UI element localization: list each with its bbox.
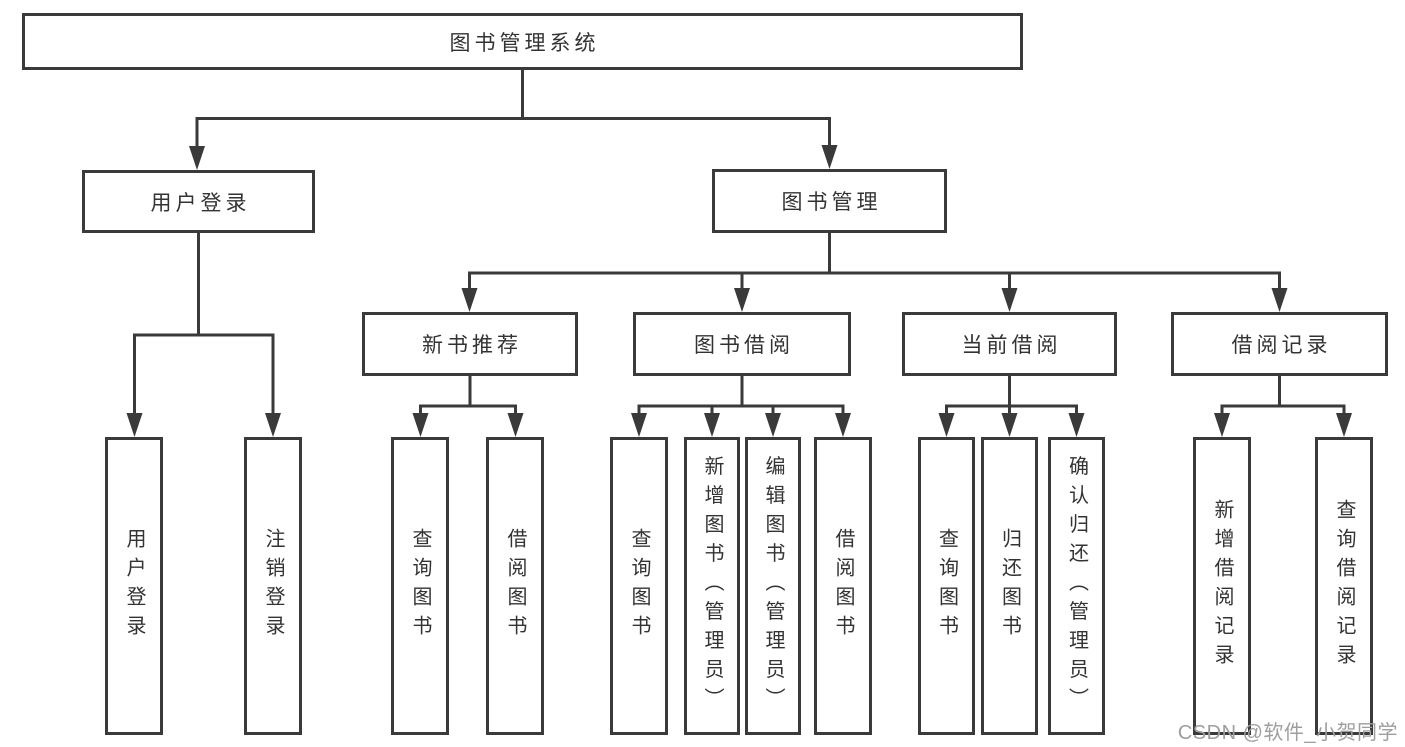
node-label: 查询图书: [409, 528, 431, 644]
arrowhead: [765, 413, 781, 437]
leaf-borrow-books-recommend: 借阅图书: [486, 437, 544, 735]
node-book-management: 图书管理: [712, 169, 947, 233]
node-label: 用户登录: [150, 191, 251, 215]
arrowhead: [126, 413, 143, 437]
node-book-borrowing: 图书借阅: [633, 312, 851, 376]
leaf-query-books-recommend: 查询图书: [391, 437, 449, 735]
arrowhead: [631, 413, 647, 437]
node-label: 借阅记录: [1231, 334, 1332, 357]
node-system-root: 图书管理系统: [22, 13, 1023, 70]
connector-user-login: [133, 233, 275, 419]
connector-root: [195, 70, 831, 150]
arrowhead: [835, 413, 851, 437]
arrowhead: [1001, 288, 1018, 312]
leaf-query-books-current: 查询图书: [918, 437, 975, 735]
node-label: 借阅图书: [504, 528, 526, 644]
arrowhead: [265, 413, 281, 437]
node-borrowing-records: 借阅记录: [1171, 312, 1388, 376]
node-label: 借阅图书: [832, 528, 854, 644]
leaf-confirm-return-admin: 确认归还（管理员）: [1048, 437, 1105, 735]
arrowhead: [1214, 413, 1230, 437]
arrowhead: [938, 413, 955, 437]
leaf-borrow-books: 借阅图书: [814, 437, 872, 735]
node-label: 当前借阅: [961, 334, 1062, 357]
arrowhead: [1001, 413, 1018, 437]
leaf-query-borrow-record: 查询借阅记录: [1315, 437, 1373, 735]
connector-book-borrowing: [637, 376, 845, 419]
arrowhead: [704, 413, 720, 437]
connector-book-management: [468, 233, 1281, 294]
node-label: 查询图书: [935, 528, 958, 644]
node-label: 归还图书: [998, 528, 1021, 644]
node-label: 注销登录: [262, 528, 284, 644]
node-label: 确认归还（管理员）: [1065, 455, 1088, 717]
node-label: 新增借阅记录: [1211, 499, 1233, 673]
csdn-watermark: CSDN @软件_小贺同学: [1177, 722, 1398, 744]
arrowhead: [1271, 288, 1288, 312]
leaf-query-books-borrowing: 查询图书: [610, 437, 668, 735]
connector-current-borrowing: [945, 376, 1078, 419]
arrowhead: [1068, 413, 1085, 437]
arrowhead: [461, 288, 478, 312]
node-current-borrowing: 当前借阅: [902, 312, 1117, 376]
node-new-book-recommend: 新书推荐: [362, 312, 578, 376]
node-label: 编辑图书（管理员）: [762, 455, 784, 717]
node-label: 图书管理: [781, 191, 882, 214]
arrowhead: [821, 145, 838, 169]
node-label: 图书管理系统: [449, 31, 600, 55]
leaf-add-books-admin: 新增图书（管理员）: [684, 437, 740, 735]
node-label: 图书借阅: [694, 334, 794, 357]
connector-new-book-recommend: [419, 376, 517, 419]
leaf-return-books: 归还图书: [981, 437, 1038, 735]
node-label: 查询借阅记录: [1333, 499, 1355, 673]
node-label: 用户登录: [123, 528, 145, 644]
leaf-user-login: 用户登录: [105, 437, 163, 735]
node-user-login: 用户登录: [82, 170, 315, 233]
leaf-logout: 注销登录: [244, 437, 302, 735]
leaf-edit-books-admin: 编辑图书（管理员）: [745, 437, 801, 735]
arrowhead: [189, 146, 205, 170]
connector-borrowing-records: [1220, 376, 1346, 419]
node-label: 查询图书: [628, 528, 650, 644]
arrowhead: [412, 413, 429, 437]
arrowhead: [1336, 413, 1352, 437]
leaf-add-borrow-record: 新增借阅记录: [1193, 437, 1251, 735]
arrowhead: [734, 288, 750, 312]
node-label: 新书推荐: [422, 334, 522, 357]
arrowheads: [126, 145, 1352, 437]
arrowhead: [507, 413, 524, 437]
node-label: 新增图书（管理员）: [701, 455, 723, 717]
